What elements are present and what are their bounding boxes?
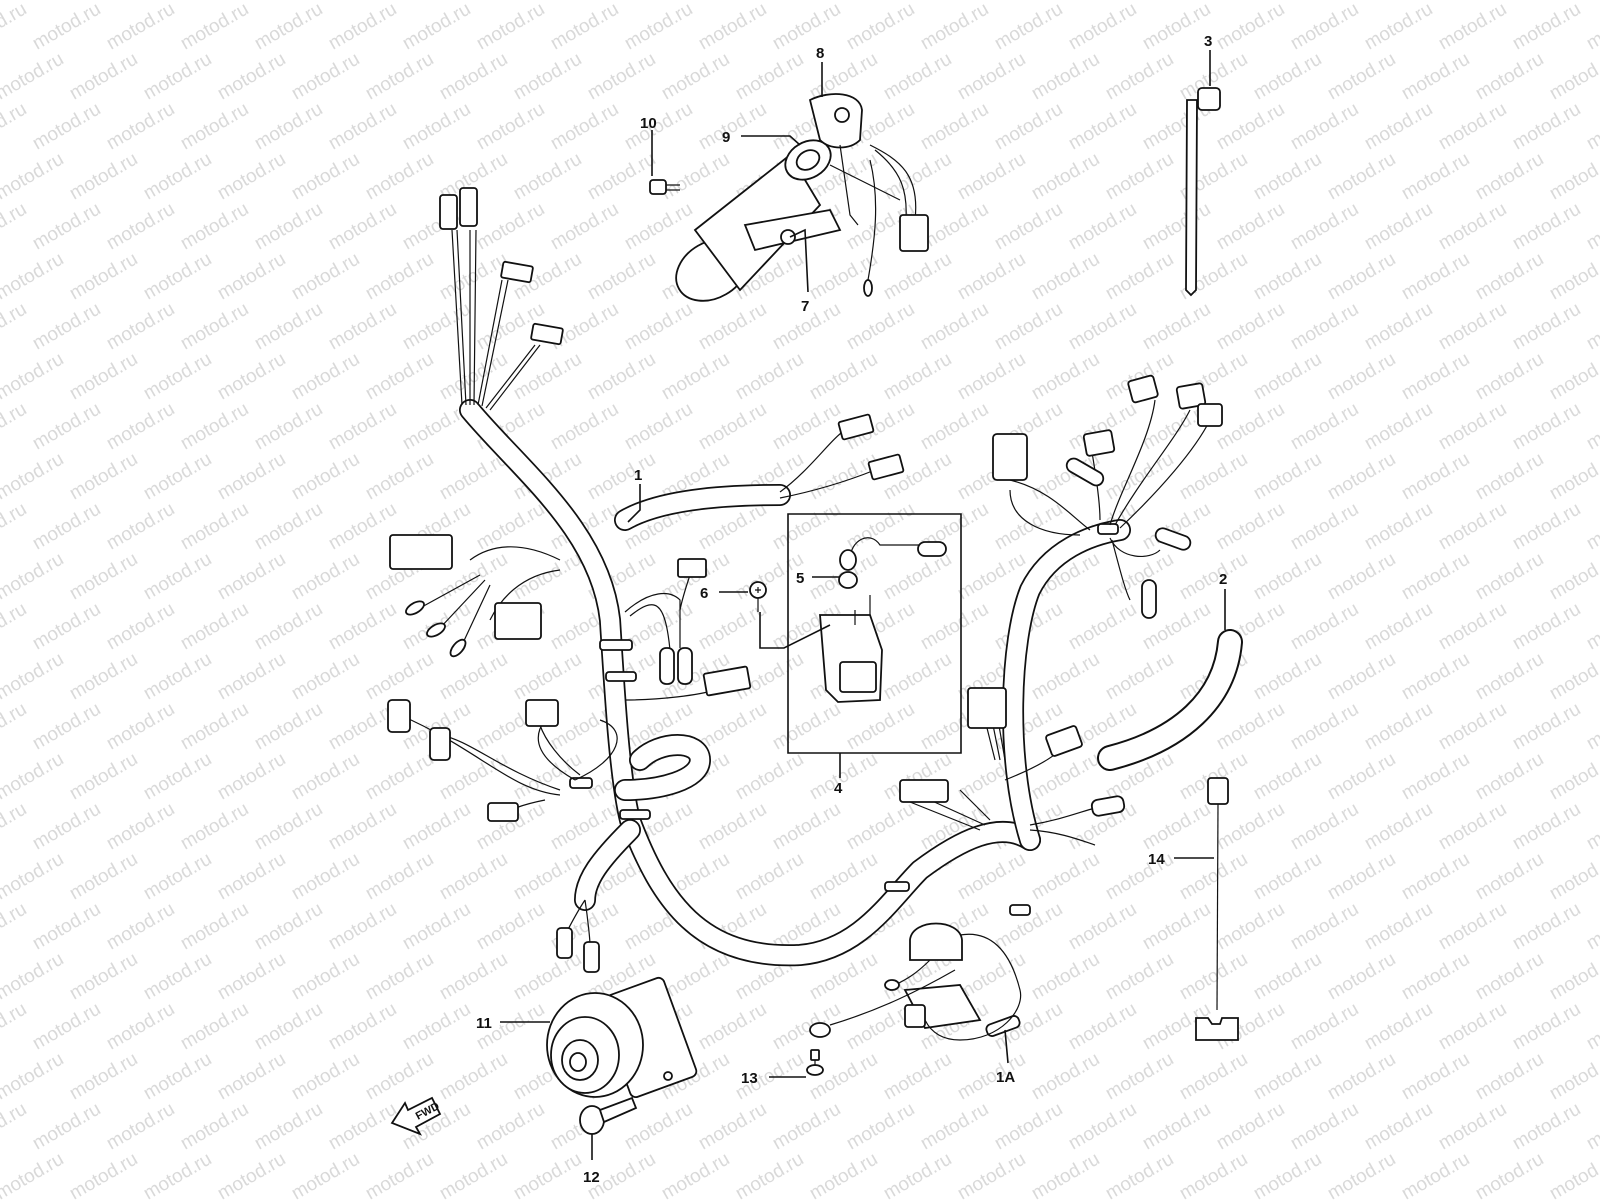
ignition-switch-assembly <box>649 93 929 302</box>
callout-12: 12 <box>583 1169 600 1186</box>
callout-13: 13 <box>741 1070 758 1087</box>
callout-5: 5 <box>796 570 804 587</box>
relay-frame-4 <box>787 513 962 754</box>
bolt-12 <box>579 1096 638 1135</box>
lead-wire-14 <box>1195 777 1239 1041</box>
callout-4: 4 <box>834 780 843 797</box>
callout-1A: 1A <box>996 1069 1015 1086</box>
callout-9: 9 <box>722 129 730 146</box>
screw-6 <box>749 581 767 612</box>
protector-tube-2 <box>1097 629 1243 771</box>
callout-11: 11 <box>476 1015 492 1032</box>
callout-1: 1 <box>634 467 642 484</box>
callout-6: 6 <box>700 585 708 602</box>
cable-tie-3 <box>1185 87 1221 297</box>
fuse-holder-1A <box>809 922 1022 1041</box>
screw-13 <box>806 1049 824 1076</box>
main-wiring-harness <box>387 187 1223 973</box>
callout-3: 3 <box>1204 33 1212 50</box>
forward-direction-arrow: FWD <box>390 1096 442 1136</box>
horn-11 <box>546 976 698 1098</box>
callout-14: 14 <box>1148 851 1165 868</box>
callout-labels: 1 1A 2 3 4 5 6 7 8 9 10 11 12 13 14 <box>476 33 1227 1186</box>
callout-10: 10 <box>640 115 657 132</box>
callout-7: 7 <box>801 298 809 315</box>
callout-2: 2 <box>1219 571 1227 588</box>
callout-8: 8 <box>816 45 824 62</box>
leader-lines <box>500 50 1226 1160</box>
